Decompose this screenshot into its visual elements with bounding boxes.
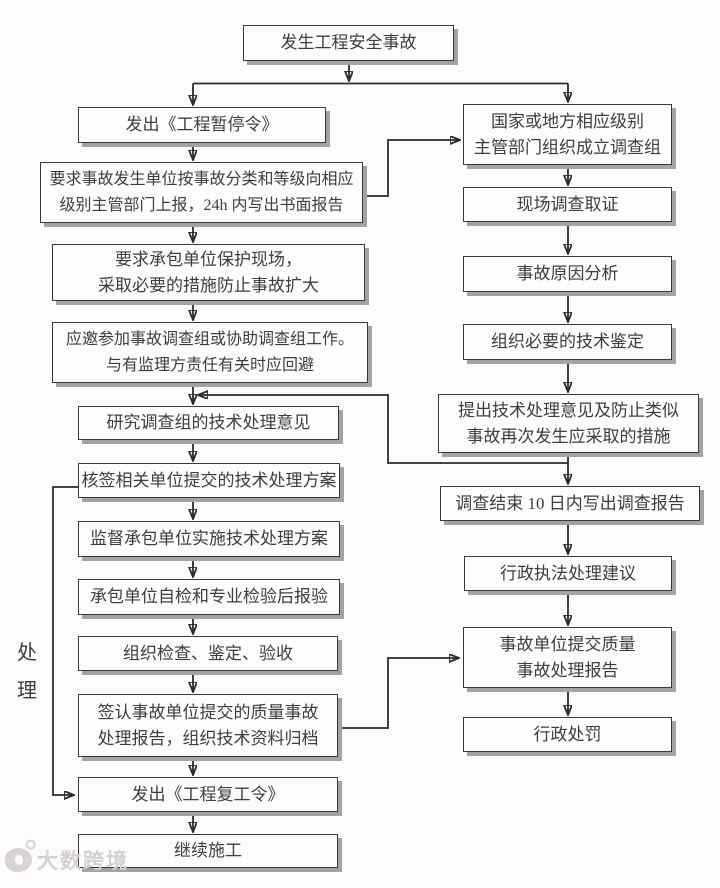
side-label-handling: 处 理 — [17, 642, 37, 702]
brand-logo-icon — [2, 845, 35, 875]
connector-l2-to-r1 — [363, 140, 459, 197]
node-propose-technical-opinions: 提出技术处理意见及防止类似 事故再次发生应采取的措施 — [438, 394, 699, 453]
node-site-investigation: 现场调查取证 — [463, 187, 672, 222]
node-investigation-report-10days: 调查结束 10 日内写出调查报告 — [440, 486, 700, 521]
node-countersign-technical-plan: 核签相关单位提交的技术处理方案 — [78, 463, 340, 498]
node-unit-submits-accident-report: 事故单位提交质量 事故处理报告 — [463, 627, 672, 688]
watermark: 大数跨境 — [2, 845, 129, 875]
node-report-to-authority-24h: 要求事故发生单位按事故分类和等级向相应 级别主管部门上报，24h 内写出书面报告 — [40, 162, 363, 223]
connector-l6-to-l11 — [52, 486, 78, 795]
node-study-technical-opinions: 研究调查组的技术处理意见 — [78, 406, 339, 440]
node-issue-suspension-order: 发出《工程暂停令》 — [78, 107, 326, 143]
node-administrative-penalty: 行政处罚 — [463, 717, 672, 752]
node-continue-construction: 继续施工 — [78, 834, 338, 868]
node-authority-forms-investigation-team: 国家或地方相应级别 主管部门组织成立调查组 — [463, 104, 672, 165]
node-contractor-self-inspection: 承包单位自检和专业检验后报验 — [78, 579, 340, 615]
node-administrative-enforcement-suggestion: 行政执法处理建议 — [464, 556, 672, 591]
node-protect-site: 要求承包单位保护现场， 采取必要的措施防止事故扩大 — [52, 244, 365, 301]
node-organize-inspection-acceptance: 组织检查、鉴定、验收 — [78, 636, 338, 671]
node-supervise-plan-implementation: 监督承包单位实施技术处理方案 — [78, 521, 340, 557]
node-sign-quality-accident-report: 签认事故单位提交的质量事故 处理报告，组织技术资料归档 — [78, 694, 338, 757]
node-cause-analysis: 事故原因分析 — [463, 256, 672, 292]
node-join-investigation-team: 应邀参加事故调查组或协助调查组工作。 与有监理方责任有关时应回避 — [52, 322, 368, 383]
node-technical-appraisal: 组织必要的技术鉴定 — [463, 324, 672, 360]
node-issue-resume-work-order: 发出《工程复工令》 — [78, 777, 338, 812]
watermark-text: 大数跨境 — [37, 850, 129, 873]
node-accident-occurs: 发生工程安全事故 — [243, 25, 454, 61]
connector-l10-to-r8 — [339, 658, 458, 729]
